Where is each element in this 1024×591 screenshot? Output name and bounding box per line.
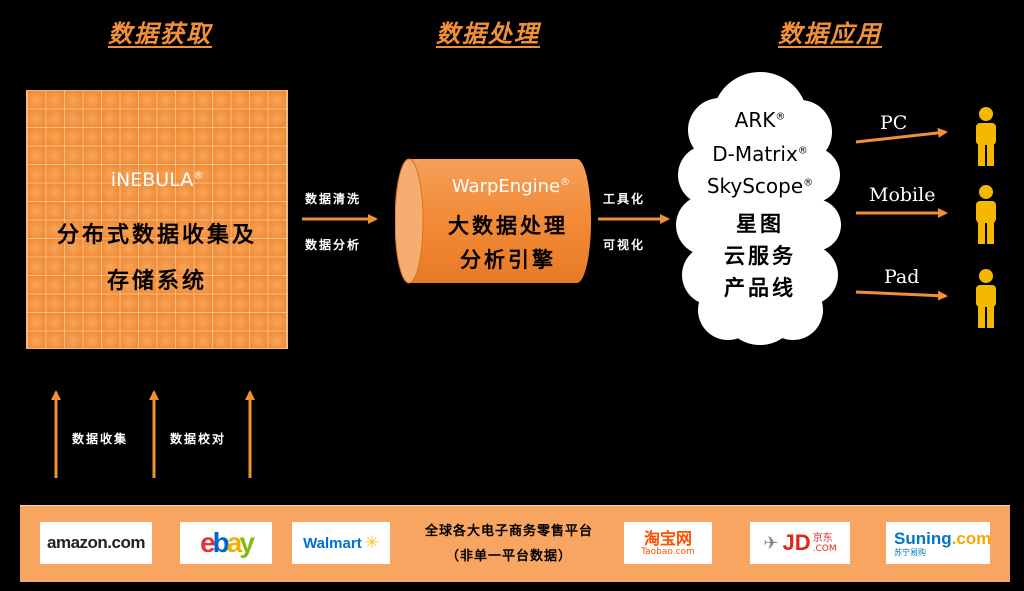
warp-engine-cylinder	[395, 158, 591, 284]
cloud-item-skyscope: SkyScope®	[706, 174, 814, 198]
cloud-cn-line1: 星图	[736, 212, 784, 236]
arrow-pad	[855, 290, 948, 301]
cloud-cn-line2: 云服务	[724, 244, 796, 268]
inebula-line2: 存储系统	[106, 269, 207, 294]
logo-suning: Suning.com 苏宁易购	[886, 522, 991, 564]
section-title-application: 数据应用	[778, 19, 882, 48]
person-icon-pc	[976, 107, 996, 166]
person-icon-mobile	[976, 185, 996, 244]
platform-text: 全球各大电子商务零售平台 （非单一平台数据）	[404, 520, 614, 564]
inebula-brand: iNEBULA®	[110, 169, 204, 191]
platform-strip: amazon.com ebay Walmart ✳ 全球各大电子商务零售平台 （…	[20, 505, 1010, 582]
channel-pad: Pad	[884, 266, 920, 288]
channel-pc: PC	[880, 112, 908, 134]
label-tooling: 工具化	[603, 192, 646, 206]
logo-ebay: ebay	[180, 522, 272, 564]
cloud-item-ark: ARK®	[734, 108, 786, 132]
person-icon-pad	[976, 269, 996, 328]
cloud-item-dmatrix: D-Matrix®	[712, 142, 808, 166]
platform-text-line2: （非单一平台数据）	[445, 549, 572, 564]
inebula-box: iNEBULA® 分布式数据收集及 存储系统	[26, 90, 288, 349]
arrow-pc	[855, 127, 948, 144]
inebula-line1: 分布式数据收集及	[56, 223, 257, 248]
spark-icon: ✳	[364, 533, 379, 553]
logo-taobao: 淘宝网 Taobao.com	[624, 522, 712, 564]
channel-mobile: Mobile	[869, 184, 936, 206]
cloud-shape	[676, 72, 841, 345]
logo-amazon: amazon.com	[40, 522, 152, 564]
section-title-acquisition: 数据获取	[108, 19, 212, 48]
logo-walmart: Walmart ✳	[292, 522, 390, 564]
logo-jd: ✈ JD 京东 .COM	[750, 522, 850, 564]
label-data-verify: 数据校对	[170, 432, 227, 446]
warp-line2: 分析引擎	[460, 248, 556, 272]
jd-dog-icon: ✈	[763, 532, 779, 554]
section-title-processing: 数据处理	[436, 19, 540, 48]
warp-line1: 大数据处理	[448, 214, 568, 238]
warp-brand: WarpEngine®	[451, 176, 571, 197]
label-data-cleaning: 数据清洗	[305, 192, 362, 206]
label-data-analysis: 数据分析	[305, 238, 362, 252]
label-data-collect: 数据收集	[72, 432, 129, 446]
label-visualization: 可视化	[603, 238, 646, 252]
platform-text-line1: 全球各大电子商务零售平台	[424, 524, 593, 539]
cloud-cn-line3: 产品线	[724, 276, 796, 300]
